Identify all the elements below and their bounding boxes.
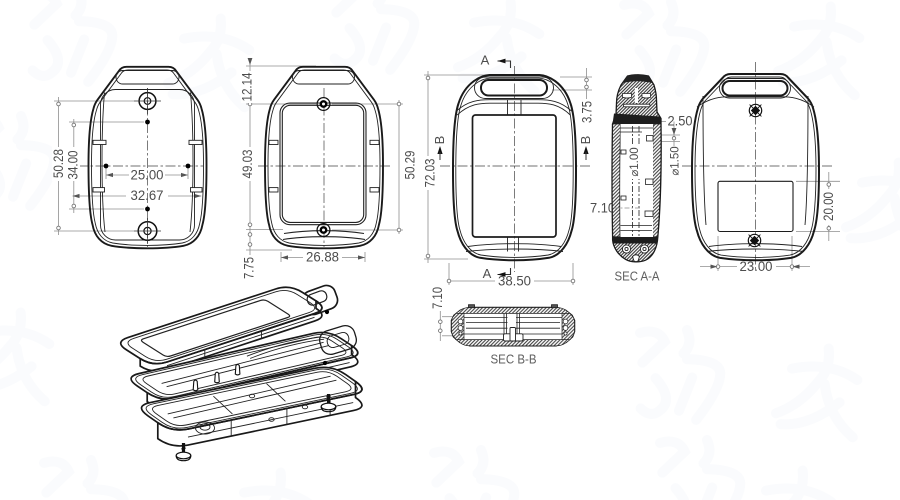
svg-text:7.10: 7.10 <box>430 287 445 309</box>
svg-text:32.67: 32.67 <box>131 188 164 203</box>
svg-text:2.50: 2.50 <box>668 114 693 129</box>
svg-text:12.14: 12.14 <box>240 72 255 101</box>
svg-text:50.28: 50.28 <box>51 149 66 178</box>
svg-text:3.75: 3.75 <box>580 101 595 123</box>
svg-text:B: B <box>578 136 593 145</box>
svg-text:25.00: 25.00 <box>131 168 164 183</box>
svg-text:26.88: 26.88 <box>306 250 339 265</box>
svg-text:49.03: 49.03 <box>240 150 255 179</box>
svg-text:B: B <box>432 136 447 145</box>
svg-text:⌀1.00: ⌀1.00 <box>629 147 641 176</box>
svg-text:SEC A-A: SEC A-A <box>615 270 661 284</box>
svg-text:⌀1.50: ⌀1.50 <box>670 146 682 175</box>
svg-text:72.03: 72.03 <box>423 159 438 188</box>
svg-text:20.00: 20.00 <box>821 192 836 221</box>
svg-text:7.10: 7.10 <box>590 201 615 216</box>
svg-text:SEC B-B: SEC B-B <box>491 353 537 367</box>
svg-text:A: A <box>483 266 492 281</box>
svg-text:38.50: 38.50 <box>498 274 531 289</box>
svg-text:7.75: 7.75 <box>242 257 257 279</box>
svg-text:A: A <box>481 53 490 68</box>
svg-text:50.29: 50.29 <box>403 151 418 180</box>
svg-text:34.00: 34.00 <box>66 151 81 180</box>
svg-text:23.00: 23.00 <box>740 259 773 274</box>
